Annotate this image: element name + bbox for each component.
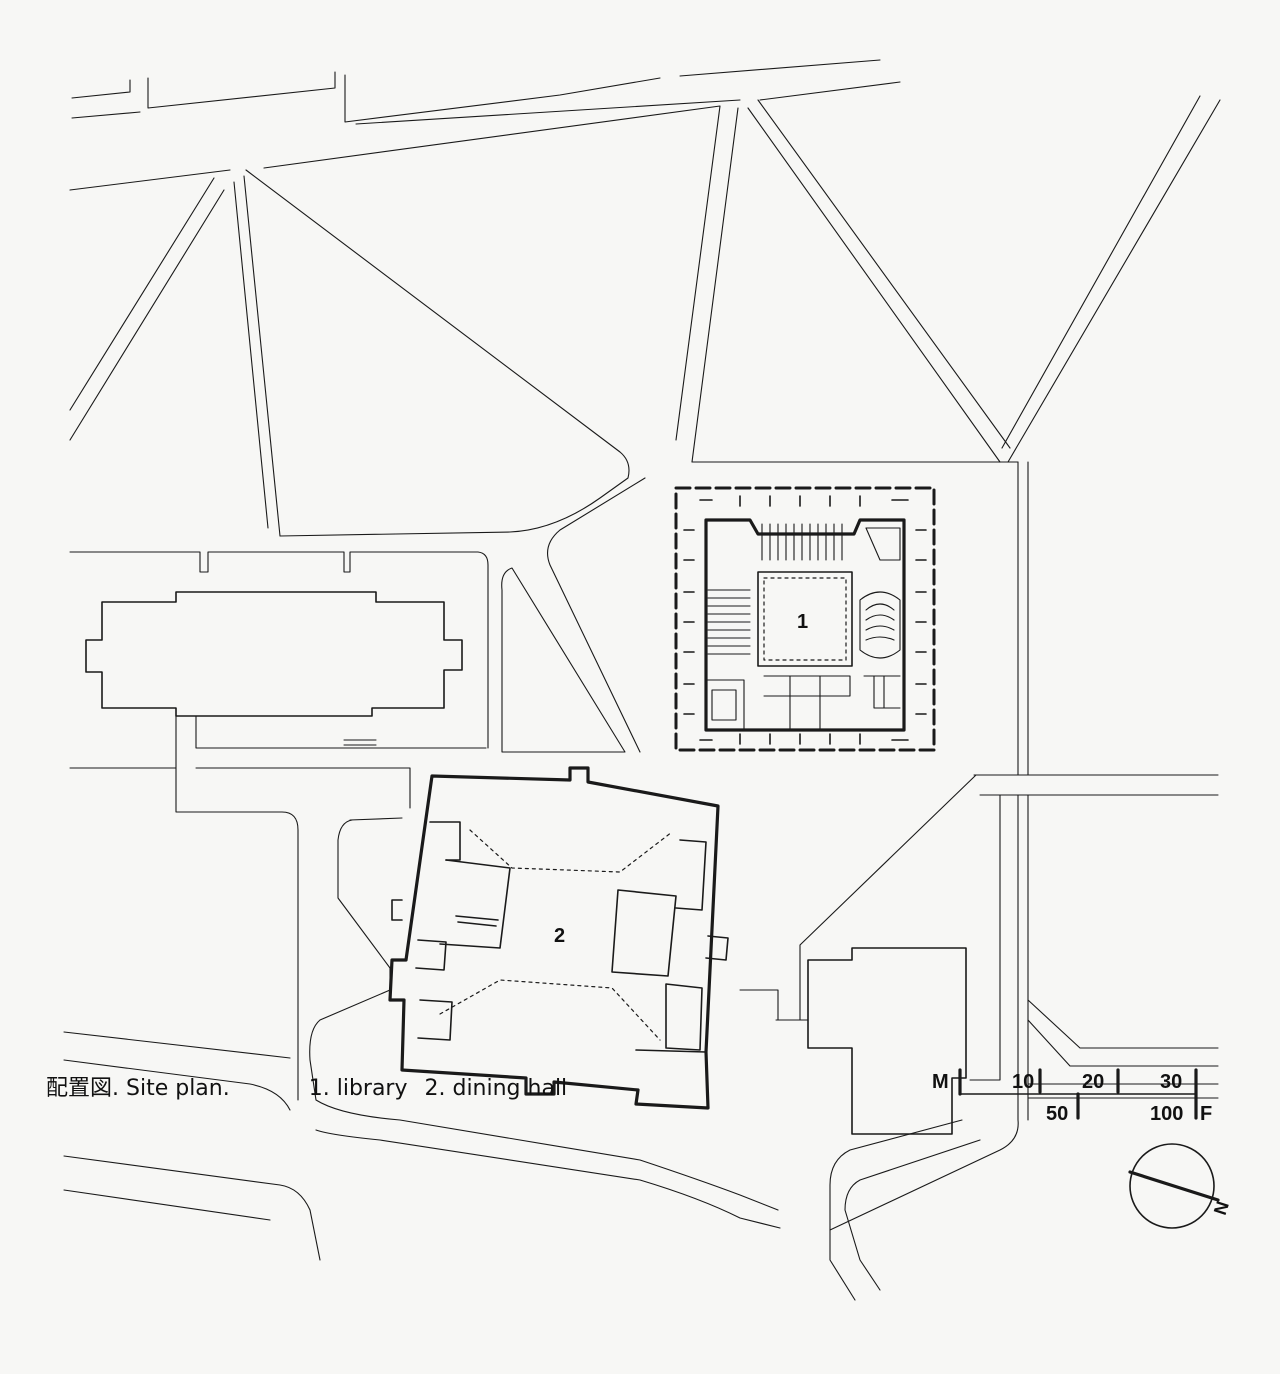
- scale-metric-tick-20: 20: [1082, 1071, 1104, 1093]
- figure-caption: 配置図. Site plan. 1. library 2. dining hal…: [46, 1070, 567, 1102]
- courtyard-paths: [175, 767, 1219, 1301]
- scale-metric-tick-10: 10: [1012, 1071, 1034, 1093]
- compass-north-label: N: [1210, 1199, 1233, 1218]
- top-roads: [71, 59, 901, 125]
- legend-item-dining-hall: 2. dining hall: [424, 1076, 568, 1101]
- library-number-label: 1: [797, 611, 808, 633]
- dining-hall-number-label: 2: [554, 925, 565, 947]
- scale-bar: M 10 20 30 50 100 F: [932, 1068, 1212, 1125]
- caption-title-en: Site plan.: [126, 1076, 230, 1101]
- dining-hall-building: 2: [388, 766, 729, 1110]
- north-arrow-icon: N: [1128, 1143, 1233, 1229]
- left-building: [69, 551, 489, 769]
- scale-imperial-unit: F: [1200, 1103, 1212, 1125]
- scale-imperial-tick-50: 50: [1046, 1103, 1068, 1125]
- scale-imperial-tick-100: 100: [1150, 1103, 1183, 1125]
- scale-metric-tick-30: 30: [1160, 1071, 1182, 1093]
- caption-title-ja: 配置図.: [46, 1076, 119, 1101]
- lower-roads: [63, 989, 781, 1261]
- library-building: 1: [674, 486, 936, 752]
- caption-legend: 1. library 2. dining hall: [309, 1076, 567, 1101]
- scale-metric-unit: M: [932, 1071, 949, 1093]
- legend-item-library: 1. library: [308, 1076, 408, 1101]
- diagonal-paths: [69, 95, 1221, 776]
